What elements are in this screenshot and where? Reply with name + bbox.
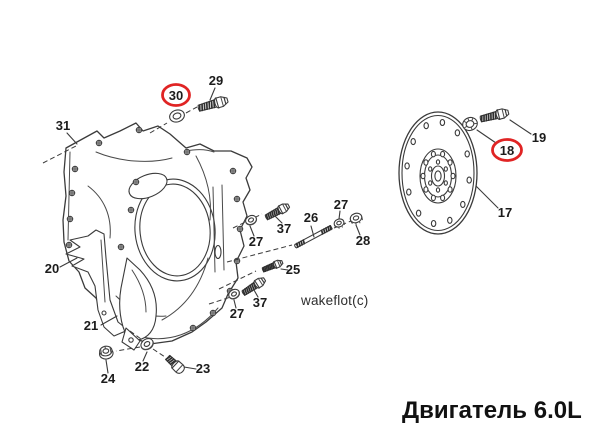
leader-lines bbox=[60, 88, 531, 373]
stud-26-drawing bbox=[294, 226, 332, 249]
part-label-26: 26 bbox=[304, 210, 318, 225]
highlight-circle-30 bbox=[163, 85, 190, 106]
flexplate-drawing bbox=[399, 112, 477, 234]
shield-20-drawing bbox=[66, 230, 128, 336]
bolt-25-drawing bbox=[260, 258, 285, 274]
part-label-23: 23 bbox=[196, 361, 210, 376]
seal-30-drawing bbox=[167, 107, 187, 125]
nut-24-drawing bbox=[98, 345, 114, 360]
part-label-17: 17 bbox=[498, 205, 512, 220]
part-label-24: 24 bbox=[101, 371, 116, 386]
callout-labels: 17 18 19 20 21 22 23 24 25 26 27 27 27 2… bbox=[45, 73, 546, 386]
part-label-37a: 37 bbox=[277, 221, 291, 236]
part-label-27c: 27 bbox=[230, 306, 244, 321]
part-label-18: 18 bbox=[500, 143, 514, 158]
bolt-19-drawing bbox=[478, 106, 511, 125]
part-label-25: 25 bbox=[286, 262, 300, 277]
watermark-text: wakeflot(c) bbox=[301, 293, 369, 308]
part-label-20: 20 bbox=[45, 261, 59, 276]
part-label-27a: 27 bbox=[249, 234, 263, 249]
part-label-30: 30 bbox=[169, 88, 183, 103]
part-label-19: 19 bbox=[532, 130, 546, 145]
highlight-circle-18 bbox=[493, 140, 522, 161]
part-label-21: 21 bbox=[84, 318, 98, 333]
nut-28-drawing bbox=[348, 211, 365, 227]
bolt-23-drawing bbox=[163, 352, 188, 377]
part-label-29: 29 bbox=[209, 73, 223, 88]
bolt-29-drawing bbox=[196, 94, 230, 115]
part-label-37b: 37 bbox=[253, 295, 267, 310]
part-label-31: 31 bbox=[56, 118, 70, 133]
shield-21-drawing bbox=[120, 258, 157, 350]
diagram-title: Двигатель 6.0L bbox=[402, 397, 582, 424]
part-label-28: 28 bbox=[356, 233, 370, 248]
bolt-37b-drawing bbox=[239, 274, 268, 298]
part-label-22: 22 bbox=[135, 359, 149, 374]
part-label-27b: 27 bbox=[334, 197, 348, 212]
